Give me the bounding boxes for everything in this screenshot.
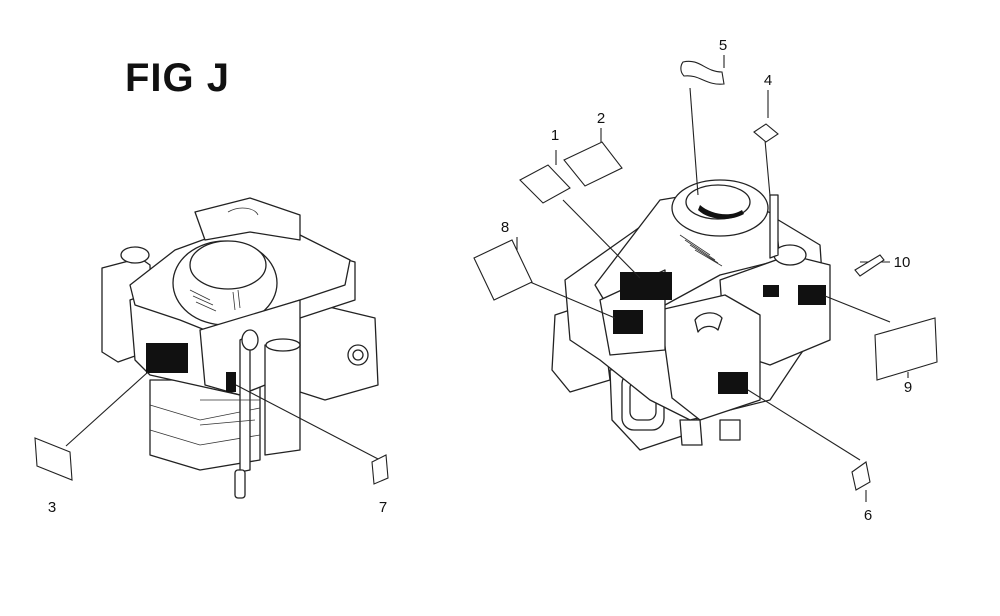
callout-10: 10: [894, 254, 911, 271]
decal-3-loose: [34, 437, 73, 481]
figure-title: FIG J: [125, 56, 231, 100]
callout-6: 6: [864, 507, 872, 524]
decal-7-placed: [226, 372, 236, 392]
decal-4-loose: [753, 123, 779, 143]
decal-10-loose: [854, 254, 885, 277]
callout-8: 8: [501, 219, 509, 236]
callout-7: 7: [379, 499, 387, 516]
callout-2: 2: [597, 110, 605, 127]
right-engine: [551, 179, 831, 451]
decal-7-loose: [371, 454, 389, 485]
left-engine: [101, 197, 379, 499]
decal-1-placed: [620, 272, 672, 300]
decal-8-loose: [473, 239, 533, 301]
decal-2-loose: [563, 141, 623, 187]
decal-1-loose: [519, 164, 571, 204]
callout-9: 9: [904, 379, 912, 396]
decal-3-placed: [146, 343, 188, 373]
callout-5: 5: [719, 37, 727, 54]
callout-4: 4: [764, 72, 772, 89]
decal-6-loose: [851, 461, 871, 491]
callout-1: 1: [551, 127, 559, 144]
decal-8-placed: [613, 310, 643, 334]
decal-9-placed: [798, 285, 826, 305]
decal-9-loose: [874, 317, 938, 381]
decal-5-loose: [680, 60, 725, 85]
decal-6-placed: [718, 372, 748, 394]
callout-3: 3: [48, 499, 56, 516]
decal-10-placed: [763, 285, 779, 297]
